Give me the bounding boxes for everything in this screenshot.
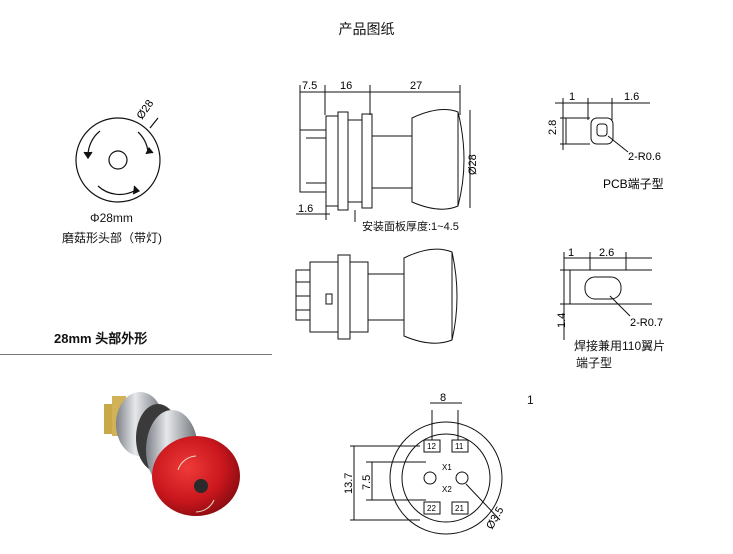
solder-dim-1-4: 1.4 [556, 313, 568, 328]
bottom-dim-13-7: 13.7 [343, 473, 355, 494]
pcb-dim-1: 1 [569, 91, 575, 103]
mushroom-head-top-view [75, 117, 161, 203]
svg-text:12: 12 [427, 442, 436, 451]
button-photo [104, 392, 240, 516]
svg-text:X2: X2 [442, 485, 452, 494]
bottom-dim-7-5: 7.5 [361, 475, 373, 490]
panel-thickness-note: 安装面板厚度:1~4.5 [362, 221, 459, 233]
pcb-terminal-detail [555, 98, 650, 153]
pcb-name: PCB端子型 [603, 177, 664, 191]
pcb-dim-2-8: 2.8 [547, 120, 559, 135]
solder-radius: 2-R0.7 [630, 317, 663, 329]
bottom-dim-3-5: Ø3.5 [484, 505, 506, 532]
dim-7-5: 7.5 [302, 80, 317, 92]
bottom-view [350, 402, 503, 535]
dim-16: 16 [340, 80, 352, 92]
dim-side-diameter: Ø28 [467, 154, 479, 175]
page-title: 产品图纸 [338, 21, 395, 37]
dim-27: 27 [410, 80, 422, 92]
solder-name-2: 端子型 [576, 356, 613, 370]
top-desc: 磨菇形头部（带灯) [62, 231, 162, 245]
dim-1-6: 1.6 [298, 203, 313, 215]
svg-text:11: 11 [455, 442, 464, 451]
solder-terminal-detail [560, 252, 652, 340]
solder-name-1: 焊接兼用110翼片 [574, 339, 666, 353]
svg-text:X1: X1 [442, 463, 452, 472]
solder-dim-1: 1 [568, 247, 574, 259]
side-view [296, 85, 471, 222]
solder-dim-2-6: 2.6 [599, 247, 614, 259]
top-size-label: Φ28mm [90, 211, 133, 225]
pcb-dim-1-6: 1.6 [624, 91, 639, 103]
page-number: 1 [527, 393, 534, 407]
front-view [295, 248, 458, 344]
section-divider [0, 354, 272, 355]
pcb-radius: 2-R0.6 [628, 151, 661, 163]
head-section-heading: 28mm 头部外形 [54, 331, 148, 346]
svg-text:22: 22 [427, 504, 436, 513]
top-diameter-label: Ø28 [135, 98, 157, 122]
svg-text:21: 21 [455, 504, 464, 513]
bottom-dim-8: 8 [440, 392, 446, 404]
